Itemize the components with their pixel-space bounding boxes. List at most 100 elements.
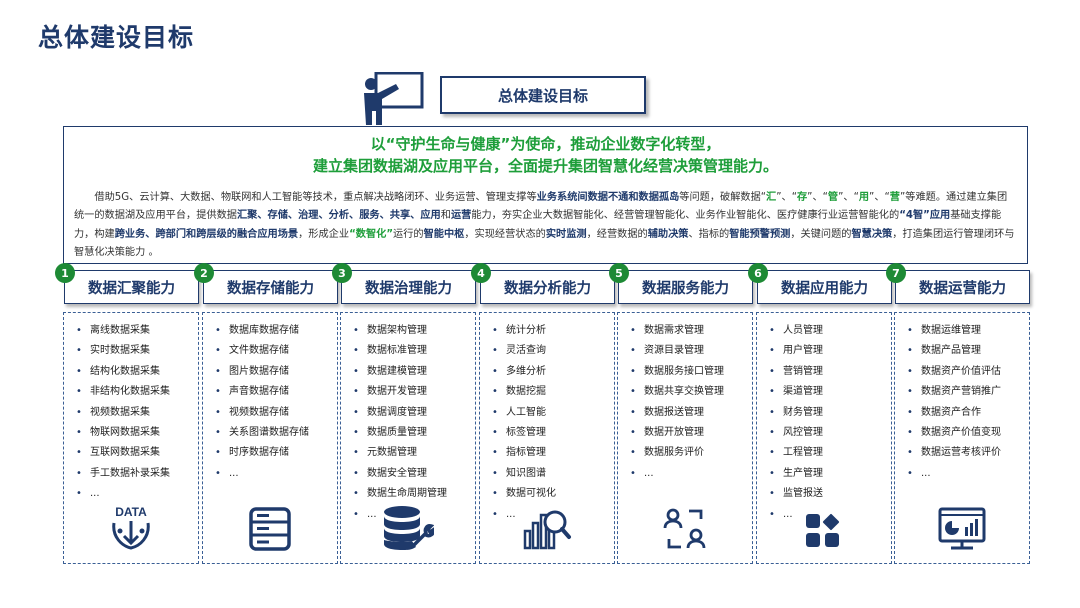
list-item: •视频数据采集 — [76, 406, 150, 418]
list-item: •数据运营考核评价 — [907, 447, 1001, 459]
list-item: •数据需求管理 — [630, 325, 704, 336]
list-item: •工程管理 — [769, 447, 823, 459]
list-item: •数据报送管理 — [630, 406, 704, 418]
capability-header: 6 数据应用能力 — [748, 263, 892, 304]
list-item: •指标管理 — [492, 447, 546, 459]
capability-column-storage: 2 数据存储能力 •数据库数据存储 •文件数据存储 •图片数据存储 •声音数据存… — [194, 263, 338, 564]
list-item: •数据资产合作 — [907, 406, 981, 418]
list-item: •互联网数据采集 — [76, 447, 160, 459]
list-item: •数据共享交换管理 — [630, 386, 724, 398]
chart-search-icon — [523, 510, 571, 550]
list-item: •声音数据存储 — [215, 386, 289, 398]
mission-line-2: 建立集团数据湖及应用平台，全面提升集团智慧化经营决策管理能力。 — [312, 157, 778, 175]
list-item: •... — [215, 467, 239, 479]
mission-box: 以“守护生命与健康”为使命，推动企业数字化转型， 建立集团数据湖及应用平台，全面… — [63, 126, 1028, 264]
list-item: •数据可视化 — [492, 488, 556, 500]
step-number-badge: 2 — [194, 263, 214, 283]
list-item: •资源目录管理 — [630, 345, 704, 357]
list-item: •非结构化数据采集 — [76, 386, 170, 398]
capability-header: 5 数据服务能力 — [609, 263, 753, 304]
capability-column-service: 5 数据服务能力 •数据需求管理 •资源目录管理 •数据服务接口管理 •数据共享… — [609, 263, 753, 564]
list-item: •数据运维管理 — [907, 325, 981, 336]
capability-list-box: •数据需求管理 •资源目录管理 •数据服务接口管理 •数据共享交换管理 •数据报… — [617, 312, 753, 564]
list-item: •... — [907, 467, 931, 479]
list-item: •... — [492, 508, 516, 520]
list-item: •数据安全管理 — [353, 467, 427, 479]
list-item: •风控管理 — [769, 427, 823, 439]
list-item: •物联网数据采集 — [76, 427, 160, 439]
list-item: •多维分析 — [492, 365, 546, 377]
step-number-badge: 7 — [886, 263, 906, 283]
list-item: •... — [353, 508, 377, 520]
capability-list-box: •离线数据采集 •实时数据采集 •结构化数据采集 •非结构化数据采集 •视频数据… — [63, 312, 199, 564]
list-item: •时序数据存储 — [215, 447, 289, 459]
list-item: •人员管理 — [769, 325, 823, 336]
capability-column-aggregation: 1 数据汇聚能力 •离线数据采集 •实时数据采集 •结构化数据采集 •非结构化数… — [55, 263, 199, 564]
list-item: •营销管理 — [769, 365, 823, 377]
capability-column-application: 6 数据应用能力 •人员管理 •用户管理 •营销管理 •渠道管理 •财务管理 •… — [748, 263, 892, 564]
database-wrench-icon — [384, 506, 434, 550]
capability-column-analysis: 4 数据分析能力 •统计分析 •灵活查询 •多维分析 •数据挖掘 •人工智能 •… — [471, 263, 615, 564]
page-title: 总体建设目标 — [38, 23, 195, 52]
list-item: •数据开放管理 — [630, 427, 704, 439]
list-item: •数据调度管理 — [353, 406, 427, 418]
list-item: •财务管理 — [769, 406, 823, 418]
list-item: •统计分析 — [492, 325, 546, 336]
list-item: •图片数据存储 — [215, 365, 289, 377]
dashboard-monitor-icon — [938, 507, 986, 550]
step-number-badge: 4 — [471, 263, 491, 283]
step-number-badge: 6 — [748, 263, 768, 283]
list-item: •文件数据存储 — [215, 345, 289, 357]
list-item: •数据服务接口管理 — [630, 365, 724, 377]
list-item: •关系图谱数据存储 — [215, 427, 309, 439]
list-item: •数据开发管理 — [353, 386, 427, 398]
capability-header: 4 数据分析能力 — [471, 263, 615, 304]
list-item: •数据服务评价 — [630, 447, 704, 459]
list-item: •手工数据补录采集 — [76, 467, 170, 479]
capability-column-operation: 7 数据运营能力 •数据运维管理 •数据产品管理 •数据资产价值评估 •数据资产… — [886, 263, 1030, 564]
capability-column-governance: 3 数据治理能力 •数据架构管理 •数据标准管理 •数据建模管理 •数据开发管理… — [332, 263, 476, 564]
capability-header: 3 数据治理能力 — [332, 263, 476, 304]
goal-heading-box: 总体建设目标 — [440, 76, 646, 114]
list-item: •... — [769, 508, 793, 520]
list-item: •渠道管理 — [769, 386, 823, 398]
step-number-badge: 1 — [55, 263, 75, 283]
svg-text:DATA: DATA — [115, 505, 147, 519]
presenter-icon — [364, 72, 424, 125]
apps-grid-icon — [806, 513, 840, 547]
capability-list-box: •数据架构管理 •数据标准管理 •数据建模管理 •数据开发管理 •数据调度管理 … — [340, 312, 476, 564]
list-item: •数据资产价值变现 — [907, 427, 1001, 439]
list-item: •生产管理 — [769, 467, 823, 479]
list-item: •数据质量管理 — [353, 427, 427, 439]
list-item: •数据标准管理 — [353, 345, 427, 357]
users-service-icon — [663, 508, 706, 549]
list-item: •灵活查询 — [492, 345, 546, 357]
list-item: •数据建模管理 — [353, 365, 427, 377]
capability-list-box: •统计分析 •灵活查询 •多维分析 •数据挖掘 •人工智能 •标签管理 •指标管… — [479, 312, 615, 564]
list-item: •... — [76, 488, 100, 500]
data-funnel-icon: DATA — [112, 505, 150, 550]
list-item: •数据挖掘 — [492, 386, 546, 398]
capability-header: 7 数据运营能力 — [886, 263, 1030, 304]
mission-description: 借助5G、云计算、大数据、物联网和人工智能等技术，重点解决战略闭环、业务运营、管… — [74, 192, 1015, 258]
list-item: •知识图谱 — [492, 467, 546, 479]
list-item: •数据生命周期管理 — [353, 488, 447, 500]
list-item: •数据产品管理 — [907, 345, 981, 357]
list-item: •... — [630, 467, 654, 479]
list-item: •用户管理 — [769, 345, 823, 357]
step-number-badge: 3 — [332, 263, 352, 283]
list-item: •离线数据采集 — [76, 325, 150, 336]
list-item: •数据资产营销推广 — [907, 386, 1001, 398]
step-number-badge: 5 — [609, 263, 629, 283]
list-item: •数据库数据存储 — [215, 325, 299, 336]
list-item: •数据架构管理 — [353, 325, 427, 336]
capability-list-box: •人员管理 •用户管理 •营销管理 •渠道管理 •财务管理 •风控管理 •工程管… — [756, 312, 892, 564]
list-item: •标签管理 — [492, 427, 546, 439]
capability-header: 2 数据存储能力 — [194, 263, 338, 304]
list-item: •结构化数据采集 — [76, 365, 160, 377]
server-icon — [249, 507, 291, 551]
mission-line-1: 以“守护生命与健康”为使命，推动企业数字化转型， — [370, 135, 721, 153]
capability-header: 1 数据汇聚能力 — [55, 263, 199, 304]
list-item: •元数据管理 — [353, 447, 417, 459]
list-item: •实时数据采集 — [76, 345, 150, 357]
